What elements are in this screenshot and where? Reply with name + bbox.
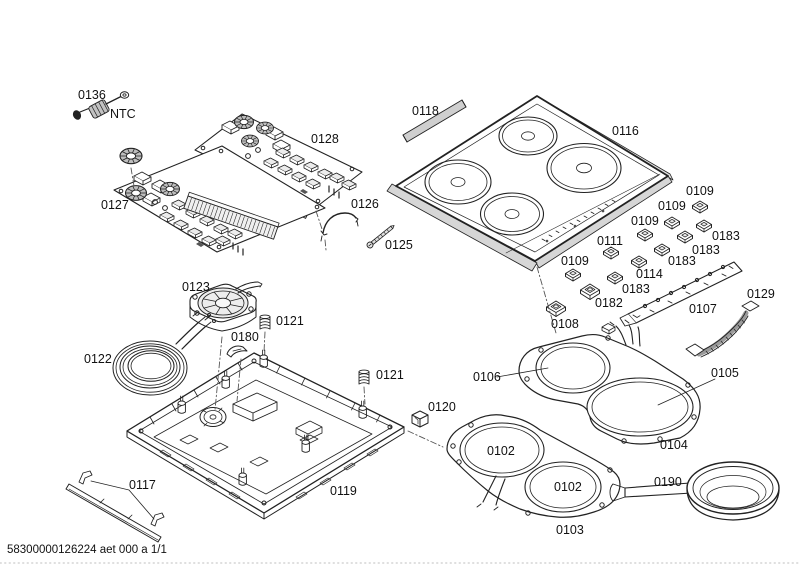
touch-control-marks (541, 199, 616, 243)
label-ntc: NTC (110, 107, 136, 121)
screw (366, 225, 395, 249)
label-0183-d: 0183 (622, 282, 650, 296)
coil-carrier-lower (446, 414, 621, 518)
spring-a (259, 314, 271, 330)
assembly-axis-lines (130, 167, 557, 448)
label-0190: 0190 (654, 475, 682, 489)
label-0119: 0119 (330, 484, 357, 498)
label-0102-a: 0102 (487, 444, 515, 458)
label-0109-d: 0109 (561, 254, 589, 268)
label-0117: 0117 (129, 478, 156, 492)
label-0125: 0125 (385, 238, 413, 252)
label-0103: 0103 (556, 523, 584, 537)
label-0121-a: 0121 (276, 314, 304, 328)
cooling-fan (189, 281, 263, 332)
mains-cable-coil (112, 311, 216, 396)
toroid-coil-loose (119, 147, 143, 165)
key-0109-a (692, 200, 708, 214)
label-0127: 0127 (101, 198, 129, 212)
touch-control-pcb (601, 261, 743, 335)
key-0109-c (637, 228, 653, 242)
label-0102-b: 0102 (554, 480, 582, 494)
label-0182: 0182 (595, 296, 623, 310)
label-0121-b: 0121 (376, 368, 404, 382)
base-tray (126, 349, 405, 520)
part-labels: 0136 NTC 0127 0128 0126 0125 0118 0116 0… (7, 88, 775, 556)
label-0109-c: 0109 (631, 214, 659, 228)
label-0136: 0136 (78, 88, 106, 102)
label-0108: 0108 (551, 317, 579, 331)
label-0116: 0116 (612, 124, 639, 138)
leader-lines (90, 367, 716, 520)
trim-strip (402, 99, 467, 143)
label-0105: 0105 (711, 366, 739, 380)
terminal-block (411, 410, 429, 428)
label-0120: 0120 (428, 400, 456, 414)
label-0183-c: 0183 (668, 254, 696, 268)
label-0107: 0107 (689, 302, 717, 316)
key-0111 (603, 246, 619, 260)
document-reference: 58300000126224 aet 000 a 1/1 (7, 544, 167, 556)
ntc-sensor (72, 91, 130, 120)
label-0123: 0123 (182, 280, 210, 294)
label-0109-b: 0109 (658, 199, 686, 213)
fixing-strip (65, 470, 165, 543)
key-0183-b (677, 230, 693, 244)
label-0109-a: 0109 (686, 184, 714, 198)
label-0183-b: 0183 (692, 243, 720, 257)
label-0114: 0114 (636, 267, 663, 281)
key-0183-a (696, 219, 712, 233)
ribbon-cable (685, 300, 760, 358)
jumper-wire (320, 212, 359, 242)
frying-pan (609, 461, 780, 521)
label-0129: 0129 (747, 287, 775, 301)
spring-b (358, 369, 370, 385)
heatsink-lower (183, 191, 280, 240)
key-0109-b (664, 216, 680, 230)
label-0104: 0104 (660, 438, 688, 452)
label-0126: 0126 (351, 197, 379, 211)
label-0122: 0122 (84, 352, 112, 366)
label-0183-a: 0183 (712, 229, 740, 243)
key-0183-d (607, 271, 623, 285)
clamp-clip (226, 345, 248, 358)
label-0118: 0118 (412, 104, 439, 118)
glass-ceramic-top (386, 95, 674, 272)
key-0109-d (565, 268, 581, 282)
label-0128: 0128 (311, 132, 339, 146)
label-0106: 0106 (473, 370, 501, 384)
pcb-filter-board-left (113, 145, 326, 256)
coil-carrier-upper (518, 319, 701, 445)
label-0111: 0111 (597, 234, 623, 248)
label-0180: 0180 (231, 330, 259, 344)
